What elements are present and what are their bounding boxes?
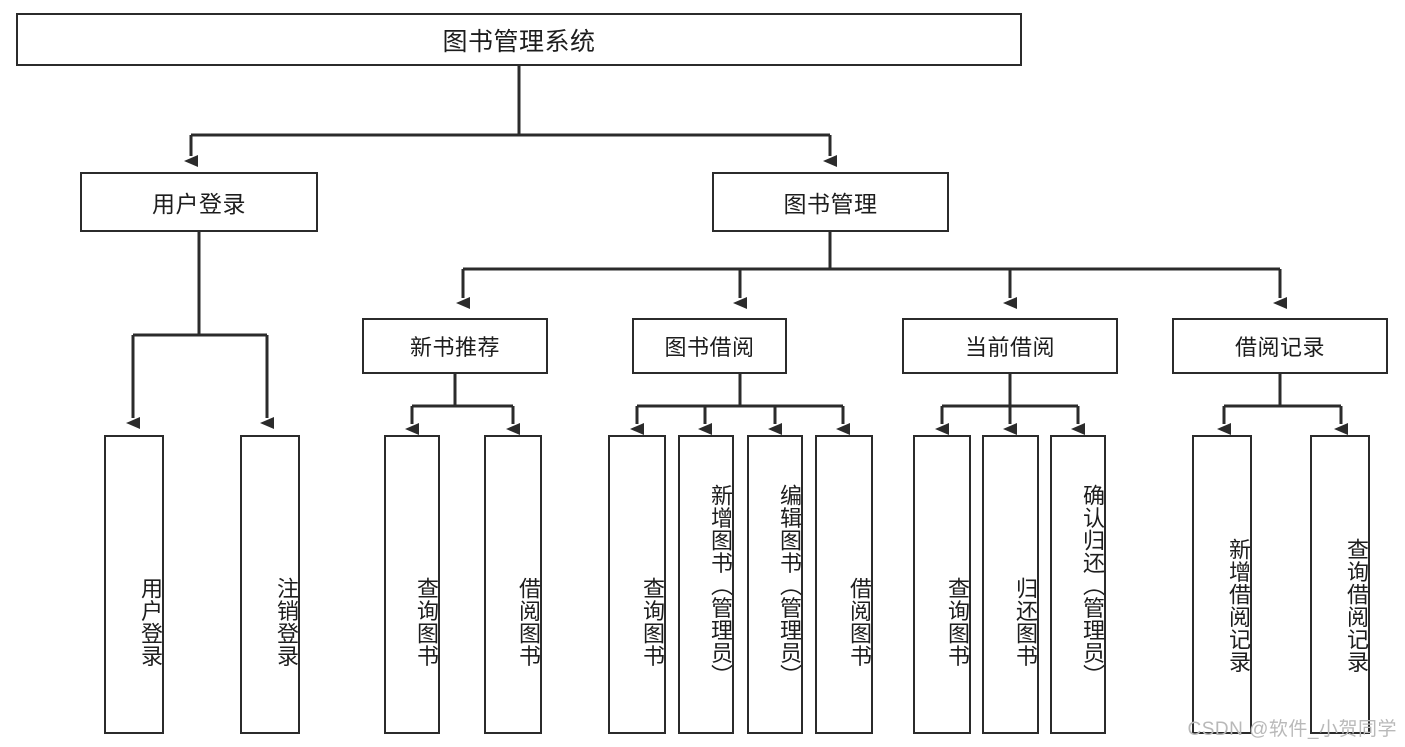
node-borrow-records[interactable]: 借阅记录 [1172, 318, 1388, 374]
node-label: 用户登录 [152, 191, 246, 217]
node-label: 注销登录 [274, 577, 299, 667]
leaf-borrow-book-recommend[interactable]: 借阅图书 [484, 435, 542, 734]
node-label: 新增图书（管理员） [708, 484, 733, 687]
leaf-query-book-current[interactable]: 查询图书 [913, 435, 971, 734]
leaf-logout[interactable]: 注销登录 [240, 435, 300, 734]
node-label: 用户登录 [138, 577, 163, 667]
node-label: 图书管理 [783, 191, 878, 217]
node-label: 借阅图书 [516, 577, 541, 667]
node-root-book-management-system[interactable]: 图书管理系统 [16, 13, 1022, 66]
leaf-add-book-admin[interactable]: 新增图书（管理员） [678, 435, 734, 734]
leaf-query-book-recommend[interactable]: 查询图书 [384, 435, 440, 734]
node-label: 当前借阅 [964, 335, 1055, 360]
node-label: 图书管理系统 [442, 27, 596, 56]
node-label: 查询借阅记录 [1344, 538, 1369, 673]
leaf-edit-book-admin[interactable]: 编辑图书（管理员） [747, 435, 803, 734]
leaf-return-book[interactable]: 归还图书 [982, 435, 1039, 734]
node-current-borrow[interactable]: 当前借阅 [902, 318, 1118, 374]
node-label: 借阅记录 [1234, 335, 1325, 360]
leaf-borrow-book[interactable]: 借阅图书 [815, 435, 873, 734]
node-label: 查询图书 [640, 577, 665, 667]
node-label: 编辑图书（管理员） [777, 484, 802, 687]
node-label: 借阅图书 [847, 577, 872, 667]
leaf-add-borrow-record[interactable]: 新增借阅记录 [1192, 435, 1252, 734]
node-label: 图书借阅 [664, 335, 755, 360]
leaf-query-borrow-record[interactable]: 查询借阅记录 [1310, 435, 1370, 734]
leaf-query-book-borrow[interactable]: 查询图书 [608, 435, 666, 734]
node-label: 新增借阅记录 [1226, 538, 1251, 673]
csdn-watermark: CSDN @软件_小贺同学 [1187, 719, 1397, 740]
node-label: 查询图书 [945, 577, 970, 667]
node-label: 确认归还（管理员） [1080, 484, 1105, 687]
node-book-borrow[interactable]: 图书借阅 [632, 318, 787, 374]
node-book-management[interactable]: 图书管理 [712, 172, 949, 232]
node-label: 查询图书 [414, 577, 439, 667]
node-user-login[interactable]: 用户登录 [80, 172, 318, 232]
leaf-user-login[interactable]: 用户登录 [104, 435, 164, 734]
node-label: 归还图书 [1013, 577, 1038, 667]
node-label: 新书推荐 [409, 335, 500, 360]
leaf-confirm-return-admin[interactable]: 确认归还（管理员） [1050, 435, 1106, 734]
node-new-book-recommend[interactable]: 新书推荐 [362, 318, 548, 374]
